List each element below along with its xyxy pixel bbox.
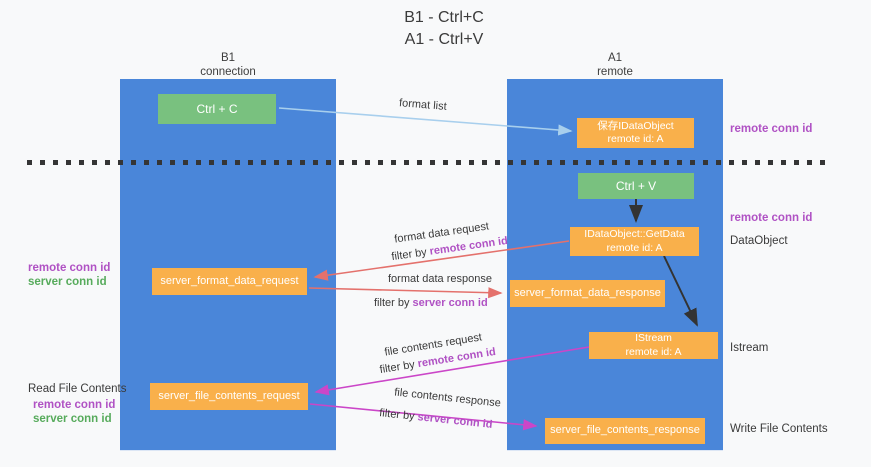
filter-by-prefix: filter by bbox=[374, 297, 413, 309]
diagram-title-line1: B1 - Ctrl+C bbox=[404, 9, 484, 26]
arrow-format-list bbox=[278, 107, 573, 136]
node-idataobject-getdata-line2: remote id: A bbox=[606, 241, 663, 254]
node-server-file-contents-request-label: server_file_contents_request bbox=[158, 389, 300, 402]
node-ctrl-c: Ctrl + C bbox=[158, 94, 276, 124]
node-idataobject-getdata: IDataObject::GetData remote id: A bbox=[570, 227, 699, 256]
node-server-file-contents-response: server_file_contents_response bbox=[545, 418, 705, 444]
annotation-right-remote-conn-id: remote conn id bbox=[730, 123, 813, 135]
node-istream-line1: IStream bbox=[635, 332, 672, 345]
lane-a1-header: A1 remote bbox=[507, 51, 723, 80]
node-save-idataobject-line1: 保存IDataObject bbox=[597, 119, 674, 132]
arrow-format-data-request bbox=[313, 240, 570, 281]
node-ctrl-v-label: Ctrl + V bbox=[615, 178, 657, 193]
lane-b1-name: B1 bbox=[220, 52, 236, 64]
annotation-write-file-contents: Write File Contents bbox=[730, 423, 828, 435]
node-save-idataobject: 保存IDataObject remote id: A bbox=[577, 118, 694, 148]
lane-a1-subtitle: remote bbox=[597, 66, 633, 79]
node-ctrl-c-label: Ctrl + C bbox=[196, 101, 238, 116]
annotation-read-file-contents: Read File Contents bbox=[28, 383, 127, 395]
annotation-left-remote-conn-id: remote conn id bbox=[28, 262, 111, 274]
node-save-idataobject-line2: remote id: A bbox=[607, 133, 664, 145]
node-ctrl-v: Ctrl + V bbox=[578, 173, 694, 199]
edge-label-format-data-response-filter: filter by server conn id bbox=[374, 297, 488, 309]
node-istream: IStream remote id: A bbox=[589, 332, 718, 359]
node-server-format-data-response: server_format_data_response bbox=[510, 280, 665, 307]
arrow-getdata-to-istream bbox=[663, 255, 698, 327]
annotation-dataobject: DataObject bbox=[730, 235, 788, 247]
lane-b1-subtitle: connection bbox=[200, 66, 256, 79]
annotation-istream: Istream bbox=[730, 342, 769, 354]
diagram-title-line2: A1 - Ctrl+V bbox=[404, 30, 484, 48]
annotation-left-server-conn-id: server conn id bbox=[28, 276, 107, 288]
node-istream-line2: remote id: A bbox=[625, 345, 682, 358]
arrow-file-contents-request bbox=[314, 346, 590, 396]
server-conn-id-ref: server conn id bbox=[412, 297, 488, 309]
node-server-format-data-response-label: server_format_data_response bbox=[514, 286, 661, 299]
edge-label-format-data-response: format data response bbox=[388, 273, 492, 285]
node-idataobject-getdata-line1: IDataObject::GetData bbox=[584, 228, 685, 241]
node-server-file-contents-request: server_file_contents_request bbox=[150, 383, 308, 410]
annotation-left-server-conn-id-2: server conn id bbox=[33, 413, 112, 425]
arrow-file-contents-response bbox=[309, 403, 538, 431]
lane-a1-name: A1 bbox=[607, 52, 623, 64]
dashed-separator-line bbox=[27, 160, 833, 165]
node-server-file-contents-response-label: server_file_contents_response bbox=[550, 424, 700, 437]
node-server-format-data-request-label: server_format_data_request bbox=[160, 274, 299, 287]
node-server-format-data-request: server_format_data_request bbox=[152, 268, 307, 295]
annotation-right-remote-conn-id-2: remote conn id bbox=[730, 212, 813, 224]
lane-b1-header: B1 connection bbox=[120, 51, 336, 80]
diagram-title: B1 - Ctrl+C A1 - Ctrl+V bbox=[0, 7, 871, 50]
annotation-left-remote-conn-id-2: remote conn id bbox=[33, 399, 116, 411]
arrow-format-data-response bbox=[308, 287, 503, 299]
